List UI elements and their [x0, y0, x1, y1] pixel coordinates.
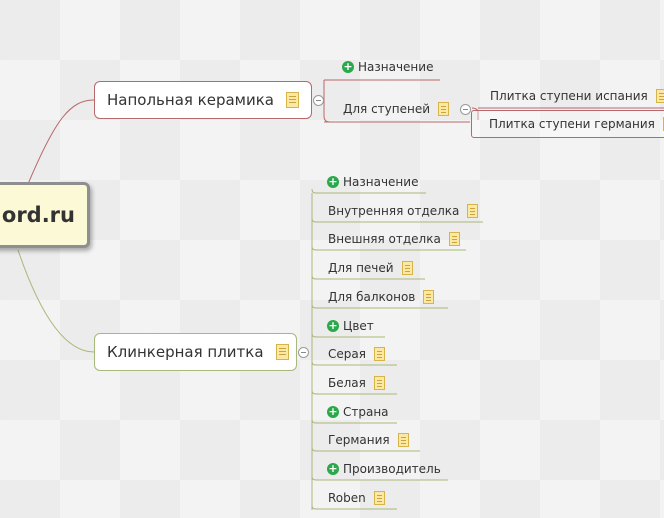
subtopic-ceramic-stairs[interactable]: Для ступеней — [343, 95, 450, 123]
subtopic-label: Страна — [343, 405, 389, 419]
subtopic-label: Назначение — [358, 60, 434, 74]
note-icon[interactable] — [373, 347, 385, 361]
subtopic-clinker-item[interactable]: + Цвет — [327, 312, 374, 340]
plus-icon[interactable]: + — [327, 175, 339, 188]
subtopic-label: Roben — [328, 491, 366, 505]
subtopic-label: Для ступеней — [343, 102, 431, 116]
note-icon[interactable] — [286, 92, 299, 108]
link-clinker-underline — [311, 303, 448, 309]
link-clinker-underline — [311, 245, 466, 251]
topic-clinker-label: Клинкерная плитка — [107, 343, 264, 361]
collapse-icon[interactable] — [298, 347, 309, 358]
central-topic-label: ord.ru — [1, 203, 75, 227]
link-clinker-underline — [311, 418, 397, 424]
subtopic-stairs-spain[interactable]: Плитка ступени испания — [490, 82, 664, 110]
plus-icon[interactable]: + — [342, 60, 354, 73]
link-clinker-underline — [311, 188, 426, 194]
subtopic-label: Внутренняя отделка — [328, 204, 460, 218]
subtopic-label: Для балконов — [328, 290, 416, 304]
note-icon[interactable] — [438, 102, 450, 116]
collapse-icon[interactable] — [460, 104, 471, 115]
plus-icon[interactable]: + — [327, 405, 339, 418]
subtopic-clinker-item[interactable]: + Производитель — [327, 455, 441, 483]
subtopic-clinker-item[interactable]: Внутренняя отделка — [328, 197, 479, 225]
central-topic[interactable]: ord.ru — [0, 182, 90, 248]
subtopic-label: Назначение — [343, 175, 419, 189]
subtopic-label: Плитка ступени германия — [489, 117, 655, 131]
topic-ceramic[interactable]: Напольная керамика — [94, 81, 312, 119]
subtopic-clinker-item[interactable]: Германия — [328, 426, 409, 454]
link-clinker-underline — [311, 475, 448, 481]
link-ceramic-bracket — [323, 80, 331, 123]
subtopic-clinker-item[interactable]: + Страна — [327, 398, 389, 426]
subtopic-clinker-item[interactable]: Серая — [328, 340, 385, 368]
subtopic-label: Для печей — [328, 261, 394, 275]
link-clinker-underline — [311, 504, 397, 510]
subtopic-label: Плитка ступени испания — [490, 89, 648, 103]
subtopic-label: Производитель — [343, 462, 441, 476]
topic-clinker[interactable]: Клинкерная плитка — [94, 333, 297, 371]
note-icon[interactable] — [373, 376, 385, 390]
note-icon[interactable] — [373, 491, 385, 505]
subtopic-label: Белая — [328, 376, 366, 390]
subtopic-ceramic-purpose[interactable]: + Назначение — [342, 53, 433, 81]
subtopic-label: Цвет — [343, 319, 374, 333]
link-central-clinker — [17, 249, 95, 353]
link-central-ceramic — [27, 99, 95, 185]
note-icon[interactable] — [448, 232, 460, 246]
subtopic-clinker-item[interactable]: Белая — [328, 369, 385, 397]
subtopic-label: Серая — [328, 347, 366, 361]
link-clinker-underline — [311, 360, 397, 366]
link-clinker-underline — [311, 332, 385, 338]
note-icon[interactable] — [397, 433, 409, 447]
link-stairs-bracket — [471, 107, 479, 120]
note-icon[interactable] — [662, 117, 664, 131]
subtopic-stairs-germany[interactable]: Плитка ступени германия — [471, 110, 664, 138]
collapse-icon[interactable] — [313, 95, 324, 106]
plus-icon[interactable]: + — [327, 462, 339, 475]
subtopic-label: Германия — [328, 433, 390, 447]
note-icon[interactable] — [401, 261, 413, 275]
subtopic-clinker-item[interactable]: + Назначение — [327, 168, 418, 196]
note-icon[interactable] — [655, 89, 664, 103]
subtopic-clinker-item[interactable]: Внешняя отделка — [328, 225, 460, 253]
subtopic-clinker-item[interactable]: Для балконов — [328, 283, 435, 311]
note-icon[interactable] — [275, 344, 289, 360]
note-icon[interactable] — [467, 204, 479, 218]
link-clinker-underline — [311, 446, 420, 452]
link-clinker-underline — [311, 274, 425, 280]
note-icon[interactable] — [423, 290, 435, 304]
topic-ceramic-label: Напольная керамика — [107, 91, 274, 109]
plus-icon[interactable]: + — [327, 319, 339, 332]
link-clinker-underline — [311, 389, 397, 395]
subtopic-clinker-item[interactable]: Roben — [328, 484, 385, 512]
subtopic-label: Внешняя отделка — [328, 232, 441, 246]
link-clinker-underline — [311, 217, 483, 223]
subtopic-clinker-item[interactable]: Для печей — [328, 254, 413, 282]
